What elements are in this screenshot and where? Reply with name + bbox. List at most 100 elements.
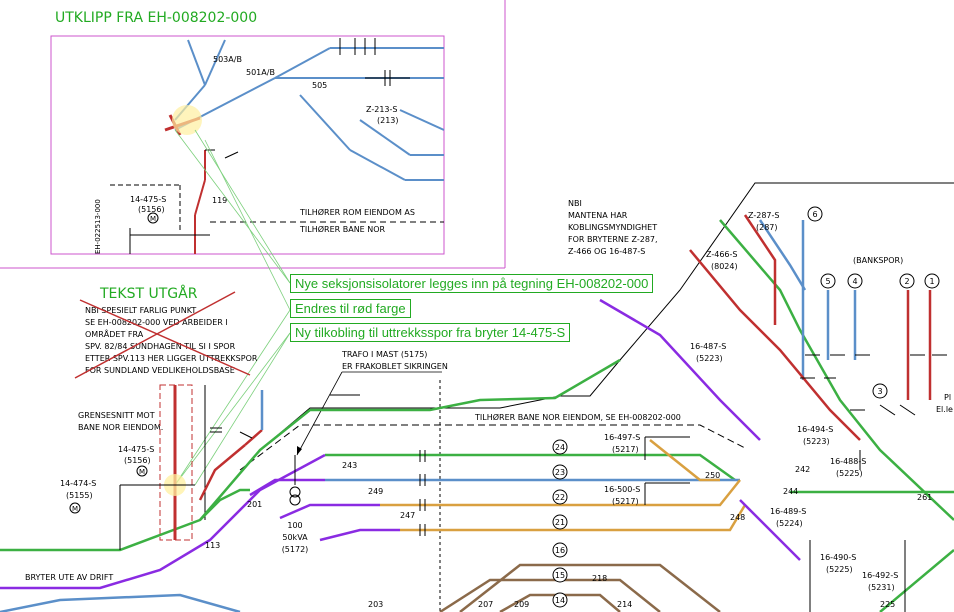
svg-text:22: 22: [555, 493, 565, 502]
bryter-ute-label: BRYTER UTE AV DRIFT: [25, 573, 113, 582]
track-line: [274, 47, 331, 79]
svg-text:16: 16: [555, 546, 565, 555]
svg-text:FOR SUNDLAND VEDLIKEHOLDSBASE: FOR SUNDLAND VEDLIKEHOLDSBASE: [85, 366, 235, 375]
strike-line: [79, 299, 251, 376]
svg-text:218: 218: [592, 574, 607, 583]
switch-16-489-s: 16-489-S: [770, 507, 806, 516]
owner-bane: TILHØRER BANE NOR: [299, 224, 386, 234]
utklipp-title: UTKLIPP FRA EH-008202-000: [55, 10, 257, 26]
svg-text:(8024): (8024): [711, 262, 738, 271]
svg-text:(5217): (5217): [612, 445, 639, 454]
switch-16-494-s: 16-494-S: [797, 425, 833, 434]
label-119: 119: [212, 196, 227, 205]
svg-text:OMRÅDET FRA: OMRÅDET FRA: [85, 328, 144, 339]
switch-14-475-s: 14-475-S: [118, 445, 154, 454]
svg-text:250: 250: [705, 471, 720, 480]
label-213: (213): [377, 116, 399, 125]
svg-text:(5217): (5217): [612, 497, 639, 506]
svg-text:248: 248: [730, 513, 745, 522]
svg-text:NBI: NBI: [568, 199, 582, 208]
svg-text:50kVA: 50kVA: [282, 533, 308, 542]
track-line: [299, 94, 351, 151]
svg-text:14: 14: [555, 596, 565, 605]
switch-16-487-s: 16-487-S: [690, 342, 726, 351]
svg-text:3: 3: [877, 387, 882, 396]
svg-text:(5223): (5223): [803, 437, 830, 446]
svg-text:SPV. 82/84 SUNDHAGEN TIL SI I: SPV. 82/84 SUNDHAGEN TIL SI I SPOR: [85, 342, 236, 351]
label-501ab: 501A/B: [246, 68, 275, 77]
svg-text:MANTENA HAR: MANTENA HAR: [568, 211, 628, 220]
inset-frame: [50, 35, 445, 255]
svg-text:1: 1: [929, 277, 934, 286]
track-line-red: [194, 179, 206, 216]
main-tracks: [0, 214, 954, 612]
trafo-note: ER FRAKOBLET SIKRINGEN: [342, 362, 448, 371]
owner-rom: TILHØRER ROM EIENDOM AS: [299, 207, 415, 217]
inset-labels: 503A/B 501A/B 505 Z-213-S (213) 119 14-4…: [94, 55, 415, 254]
switch-16-492-s: 16-492-S: [862, 571, 898, 580]
svg-text:(5231): (5231): [868, 583, 895, 592]
track-line: [399, 109, 445, 131]
switch-z466: Z-466-S: [706, 250, 737, 259]
svg-text:23: 23: [555, 468, 565, 477]
uttrekk-box: [159, 384, 193, 541]
svg-text:4: 4: [852, 277, 857, 286]
track-line: [349, 149, 406, 181]
svg-text:261: 261: [917, 493, 932, 502]
inset-tracks: [110, 38, 445, 254]
switch-labels: 14-475-S (5156) 14-474-S (5155) 16-497-S…: [60, 211, 898, 592]
switch-z287: Z-287-S: [748, 211, 779, 220]
crossed-note: NBI SPESIELT FARLIG PUNKT. SE EH-008202-…: [74, 291, 258, 379]
track-line: [187, 39, 206, 86]
svg-text:113: 113: [205, 541, 220, 550]
label-14-475-s: 14-475-S: [130, 195, 166, 204]
svg-text:NBI SPESIELT FARLIG PUNKT.: NBI SPESIELT FARLIG PUNKT.: [85, 306, 198, 315]
svg-text:244: 244: [783, 487, 798, 496]
node-labels: 243 249 247 250 244 248 242 261 201 113 …: [205, 461, 932, 609]
svg-text:243: 243: [342, 461, 357, 470]
svg-text:FOR BRYTERNE Z-287,: FOR BRYTERNE Z-287,: [568, 235, 658, 244]
svg-text:(5224): (5224): [776, 519, 803, 528]
grensesnitt-note: GRENSESNITT MOT: [78, 411, 155, 420]
owner-line: TILHØRER BANE NOR EIENDOM, SE EH-008202-…: [474, 412, 681, 422]
tekst-utgar: TEKST UTGÅR: [99, 285, 198, 302]
strike-line: [74, 291, 236, 379]
svg-text:KOBLINGSMYNDIGHET: KOBLINGSMYNDIGHET: [568, 223, 657, 232]
svg-text:5: 5: [825, 277, 830, 286]
svg-text:(5223): (5223): [696, 354, 723, 363]
trafo-note: TRAFO I MAST (5175): [341, 350, 427, 359]
svg-text:(287): (287): [756, 223, 778, 232]
bankspor-label: (BANKSPOR): [853, 256, 903, 265]
svg-text:Z-466 OG 16-487-S: Z-466 OG 16-487-S: [568, 247, 645, 256]
svg-text:M: M: [139, 468, 145, 476]
track-line: [359, 119, 411, 156]
svg-text:242: 242: [795, 465, 810, 474]
doc-ref: EH-022513-000: [94, 199, 102, 254]
svg-text:(5156): (5156): [124, 456, 151, 465]
switch-16-490-s: 16-490-S: [820, 553, 856, 562]
svg-text:15: 15: [555, 571, 565, 580]
svg-text:2: 2: [904, 277, 909, 286]
label-505: 505: [312, 81, 327, 90]
trafo-symbol: 100 50kVA (5172): [282, 455, 308, 554]
svg-text:203: 203: [368, 600, 383, 609]
highlight-marker: [172, 105, 202, 135]
ownership-boundary: [204, 182, 954, 612]
svg-text:24: 24: [555, 443, 565, 452]
motor-symbols: M M M: [69, 212, 159, 514]
label-z213: Z-213-S: [366, 105, 397, 114]
switch-14-474-s: 14-474-S: [60, 479, 96, 488]
callout-leaders: [174, 129, 291, 486]
svg-text:(5225): (5225): [826, 565, 853, 574]
switch-16-497-s: 16-497-S: [604, 433, 640, 442]
label-5156: (5156): [138, 205, 165, 214]
svg-text:M: M: [150, 215, 156, 223]
partial-text: Pl: [944, 393, 951, 402]
svg-text:(5225): (5225): [836, 469, 863, 478]
svg-text:SE EH-008202-000 VED ARBEIDER: SE EH-008202-000 VED ARBEIDER I: [85, 318, 228, 327]
svg-text:100: 100: [287, 521, 302, 530]
callout-red-color: Endres til rød farge: [290, 299, 411, 318]
svg-text:209: 209: [514, 600, 529, 609]
svg-text:214: 214: [617, 600, 632, 609]
